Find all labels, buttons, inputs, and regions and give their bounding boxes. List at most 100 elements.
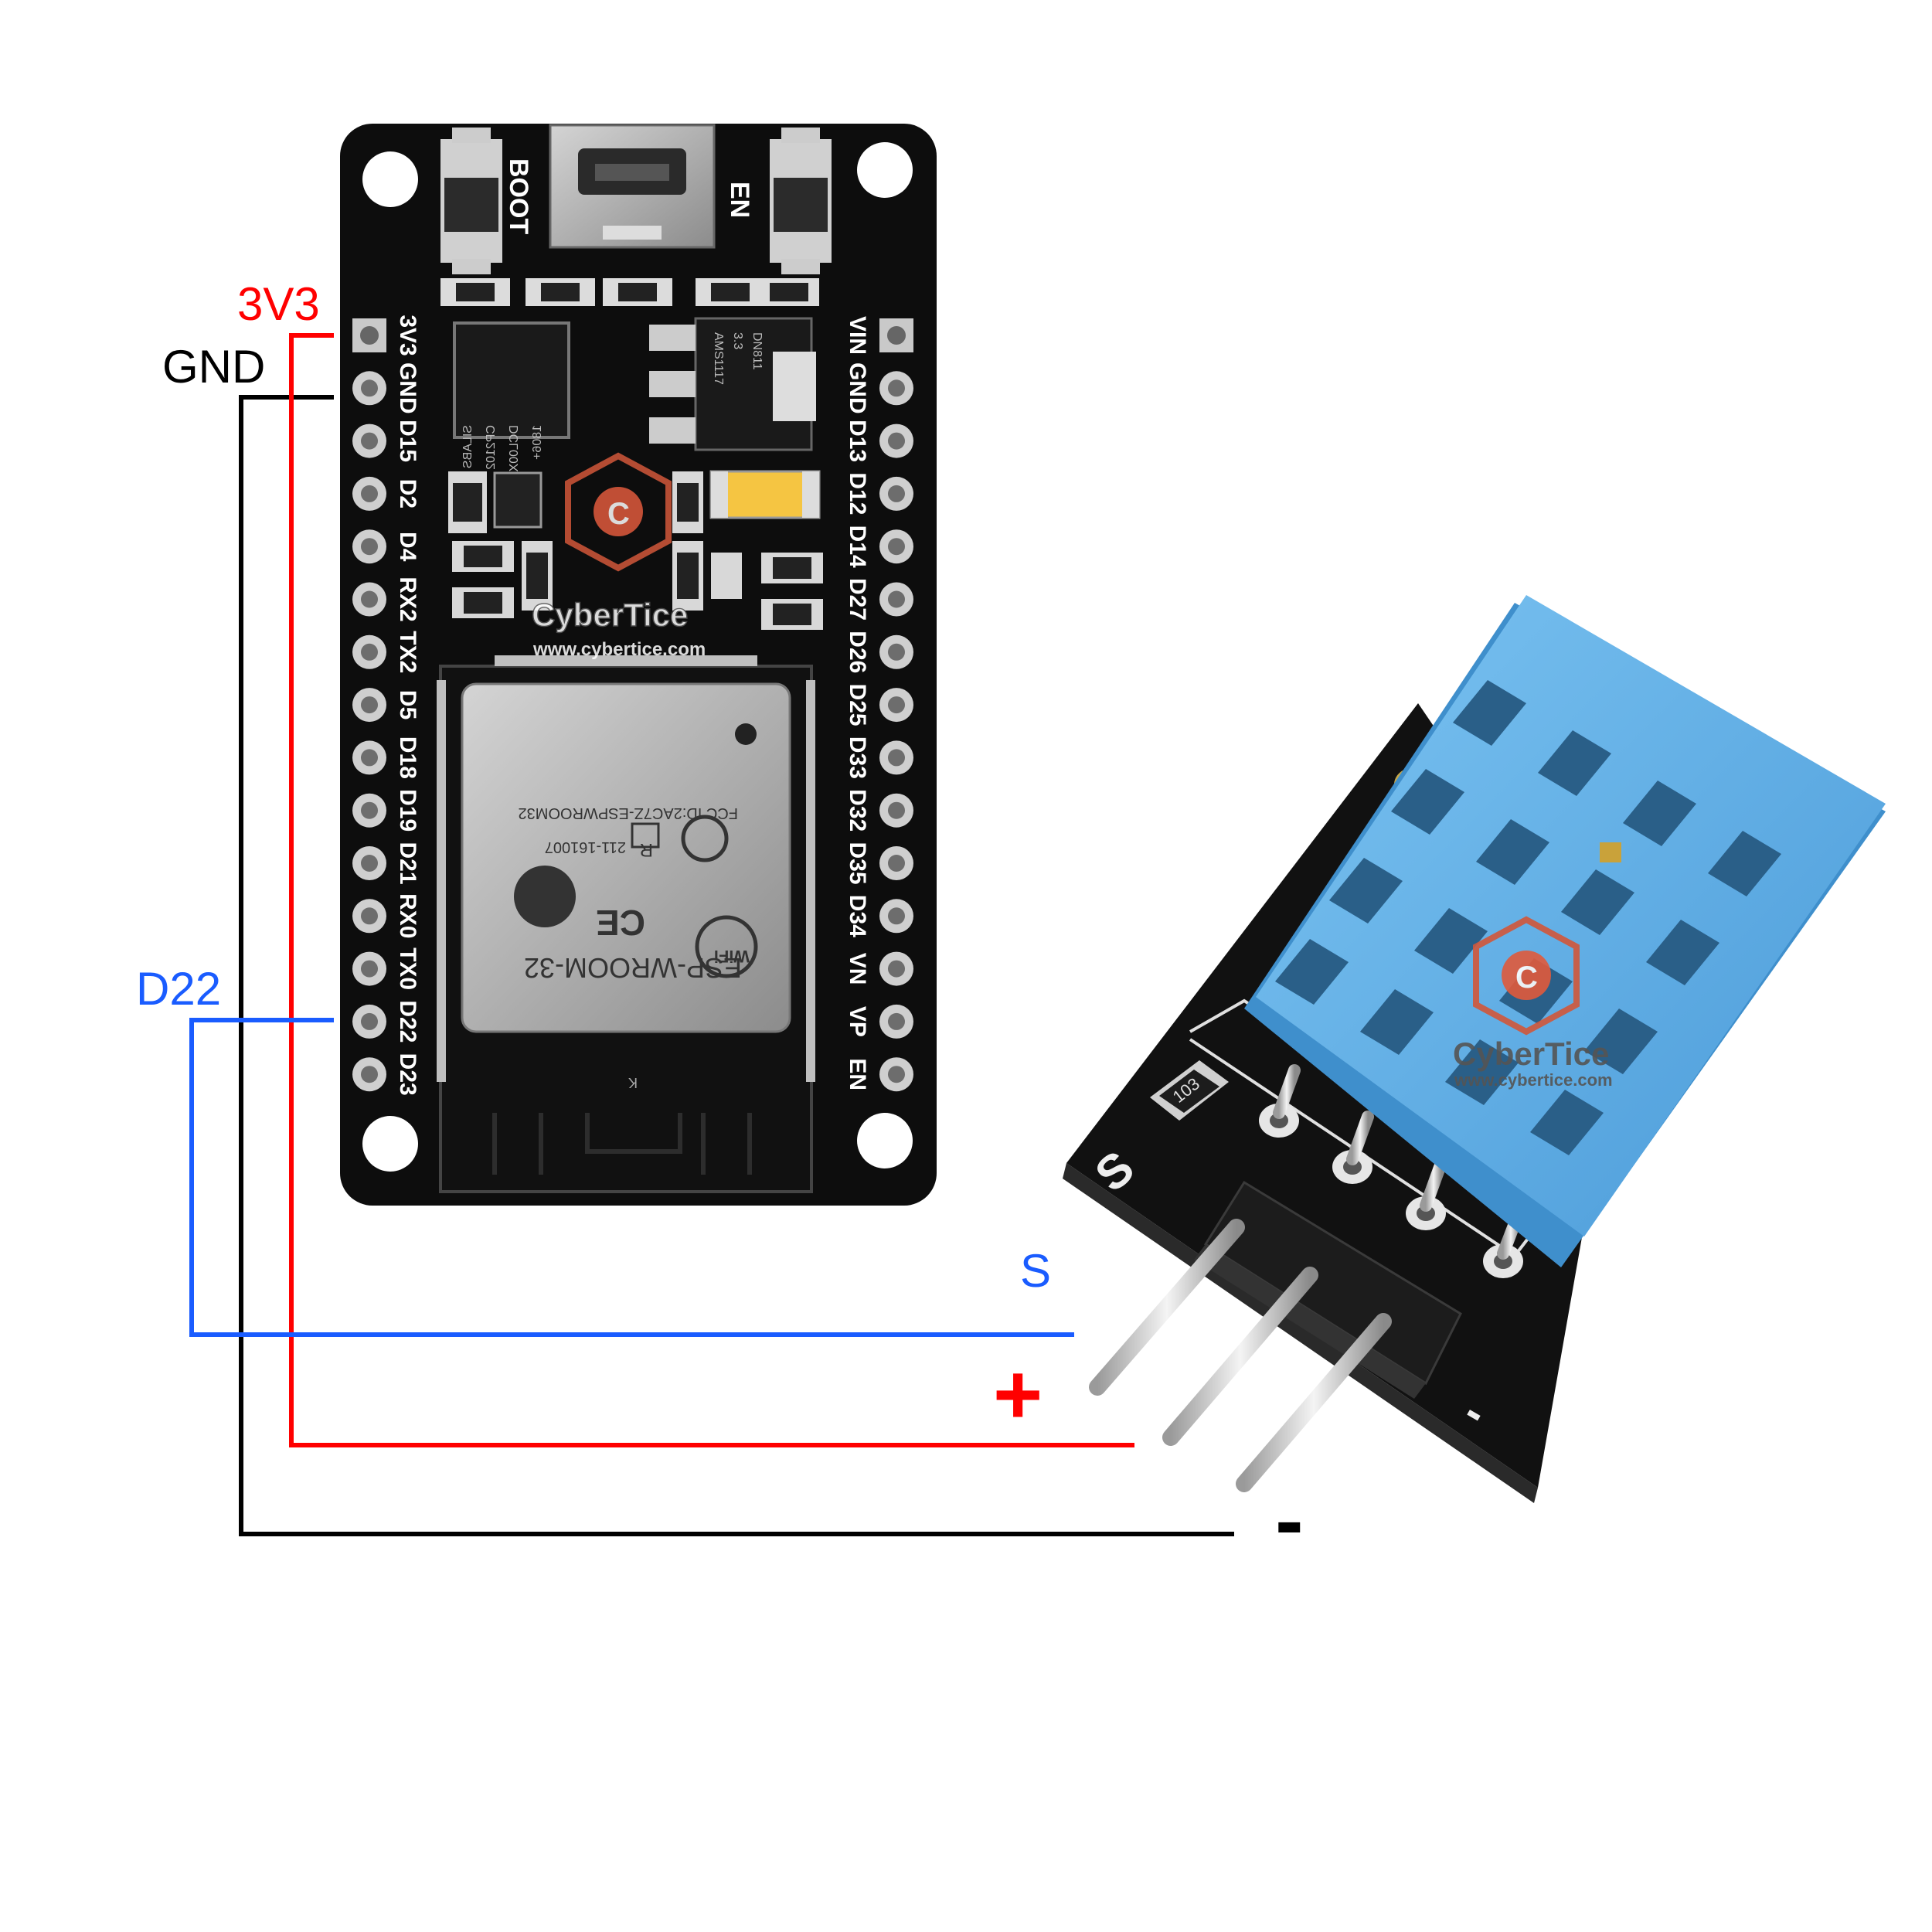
boot-label: BOOT [504, 158, 533, 234]
right-pin-labels: VINGNDD13D12D14D27D26D25D33D32D35D34VNVP… [845, 316, 870, 1090]
right-header-pin-hole [888, 696, 905, 714]
chip-line-3: DCL00X [508, 425, 521, 472]
en-button [770, 128, 832, 274]
left-header-pin-hole [361, 590, 378, 608]
chip-line-2: CP2102 [485, 425, 498, 470]
humidity-element [1600, 842, 1621, 862]
left-header-pin-hole [361, 432, 378, 450]
pin-label-right: D14 [845, 526, 870, 568]
pin1-marker [735, 723, 757, 745]
watermark-url: www.cybertice.com [532, 639, 706, 660]
watermark-hex-icon [565, 452, 672, 572]
label-gnd: GND [162, 341, 265, 393]
right-header-pin-hole [888, 960, 905, 978]
left-header-pin-hole [361, 960, 378, 978]
left-header-pin-hole [361, 907, 378, 925]
right-header-pin-hole [888, 1066, 905, 1083]
label-s: S [1020, 1245, 1051, 1297]
smd-row [440, 278, 819, 306]
micro-usb-connector [549, 124, 716, 249]
left-header-pin-hole [361, 696, 378, 714]
mount-hole-top-left [362, 151, 418, 207]
pin-label-right: VP [845, 1006, 870, 1037]
pin-label-left: D2 [395, 479, 420, 509]
pin-label-right: D33 [845, 736, 870, 779]
r-mark: R [640, 839, 653, 860]
wire-d22 [189, 1018, 1074, 1337]
right-header-pin-hole [888, 1012, 905, 1030]
sensor-vents [1275, 680, 1781, 1155]
wires [189, 333, 1234, 1536]
smd-cluster [448, 471, 823, 630]
left-header-pin-hole [361, 379, 378, 397]
pin-label-left: D19 [395, 789, 420, 832]
left-header-pin-hole [361, 538, 378, 556]
left-header-pin-hole [361, 643, 378, 661]
dht11-module: 103 S - [1063, 595, 1886, 1503]
pin-label-right: D35 [845, 842, 870, 884]
watermark-sensor: C CyberTice www.cybertice.com [1453, 916, 1613, 1090]
pin-label-left: TX2 [395, 631, 420, 673]
espressif-logo [514, 866, 576, 927]
pin-label-right: VIN [845, 316, 870, 355]
pin-label-right: GND [845, 362, 870, 414]
mount-hole-top-right [857, 142, 913, 198]
right-header-pin-hole [888, 590, 905, 608]
module-name: ESP-WROOM-32 [524, 952, 742, 984]
right-header-pin-hole [888, 643, 905, 661]
antenna-area [492, 1113, 752, 1175]
pin-label-left: D22 [395, 1000, 420, 1043]
sensor-pcb-edge [1063, 1163, 1538, 1503]
pin-label-right: D27 [845, 578, 870, 621]
pin-label-left: D21 [395, 842, 420, 884]
right-header-pin-hole [888, 749, 905, 767]
chip-line-1: SILABS [461, 425, 474, 468]
pin-minus [1236, 1313, 1392, 1492]
pin-plus [1162, 1267, 1318, 1446]
right-header-pin-hole [888, 485, 905, 502]
right-header-pin-hole [888, 907, 905, 925]
wire-gnd [239, 395, 1234, 1536]
pin-label-left: 3V3 [395, 315, 420, 355]
left-header-pin-hole [361, 485, 378, 502]
pin-label-right: VN [845, 953, 870, 985]
right-header-pin-hole [888, 379, 905, 397]
pin-s [1089, 1219, 1245, 1396]
pin-label-left: RX0 [395, 893, 420, 938]
fcc-text: FCC ID:2AC7Z-ESPWROOM32 [519, 804, 738, 821]
esp-wroom-32-module: FCC ID:2AC7Z-ESPWROOM32 211-161007 R CE … [437, 655, 815, 1193]
left-header-pin-hole [361, 1066, 378, 1083]
left-header-pin-hole [360, 326, 379, 345]
watermark-url-2: www.cybertice.com [1454, 1070, 1613, 1090]
sensor-pads [1259, 1064, 1525, 1278]
wifi-logo [695, 915, 758, 978]
pin-label-right: D25 [845, 684, 870, 726]
module-pads [437, 655, 815, 1082]
right-header-pin-hole [888, 538, 905, 556]
wire-3v3 [289, 333, 1134, 1447]
chip-line-4: 1806+ [531, 425, 544, 460]
watermark-board: C CyberTice www.cybertice.com [531, 452, 706, 660]
right-header-pads [879, 318, 913, 1092]
cert-text: 211-161007 [545, 838, 626, 855]
right-header-pin-hole [888, 855, 905, 872]
esp32-board: BOOT EN SILABS CP2102 DCL00X 1806+ [340, 124, 937, 1206]
left-header-pads [352, 318, 386, 1092]
left-header-pin-hole [361, 855, 378, 872]
pin-label-left: GND [395, 362, 420, 414]
regulator-line-2: 3.3 [731, 332, 744, 349]
k-mark: K [628, 1075, 638, 1090]
regulator-line-3: DN811 [750, 332, 764, 370]
wifi-text: WiFi [714, 947, 750, 966]
watermark-brand: CyberTice [532, 597, 688, 633]
label-minus: - [1275, 1473, 1304, 1568]
pin-label-right: D32 [845, 789, 870, 832]
usb-uart-chip: SILABS CP2102 DCL00X 1806+ [453, 321, 570, 472]
label-3v3: 3V3 [237, 278, 320, 330]
watermark-letter-2: C [1515, 961, 1538, 995]
dht11-sensor-body [1244, 595, 1886, 1267]
ce-mark: CE [596, 903, 645, 943]
label-plus: + [993, 1347, 1043, 1442]
pin-label-right: D13 [845, 420, 870, 462]
pin-label-right: D12 [845, 472, 870, 515]
